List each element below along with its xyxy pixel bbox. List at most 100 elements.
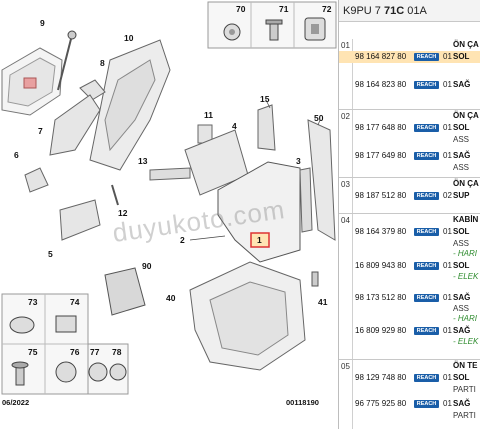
part-ref: 16 809 929 80 (355, 326, 407, 335)
part-sub: PARTI (453, 411, 476, 420)
header-code: 01A (404, 5, 427, 17)
part-sub: PARTI (453, 385, 476, 394)
reach-badge: REACH (414, 53, 439, 61)
group-title: KABİN (453, 215, 479, 224)
part-ref: 98 173 512 80 (355, 293, 407, 302)
part-ref: 16 809 943 80 (355, 261, 407, 270)
callout-15: 15 (260, 94, 270, 104)
reach-badge: REACH (414, 81, 439, 89)
callout-8: 8 (100, 58, 105, 68)
part-ref: 98 129 748 80 (355, 373, 407, 382)
part-sub: ASS (453, 304, 470, 313)
callout-5: 5 (48, 249, 53, 259)
callout-1[interactable]: 1 (257, 235, 262, 245)
callout-11: 11 (204, 110, 213, 120)
group-04: 04 KABİN 98 164 379 80 REACH 01 SOL ASS … (339, 214, 480, 360)
rivet-75-icon (11, 361, 29, 386)
reach-badge: REACH (414, 152, 439, 160)
parts-list-header: K9PU 7 71C 01A (339, 0, 480, 22)
part-ref: 98 187 512 80 (355, 191, 407, 200)
callout-73: 73 (28, 297, 38, 307)
reach-badge: REACH (414, 374, 439, 382)
exploded-parts-diagram: 9 10 8 7 6 11 4 15 50 13 3 12 5 2 1 90 4… (1, 1, 337, 407)
group-number: 02 (341, 112, 350, 121)
part-sub: ASS (453, 135, 470, 144)
part-note: - HARI (453, 314, 477, 323)
part-qty: 01 (443, 80, 452, 89)
part-ref: 98 177 648 80 (355, 123, 407, 132)
callout-3: 3 (296, 156, 301, 166)
callout-4: 4 (232, 121, 237, 131)
part-row[interactable]: 98 164 379 80 REACH 01 SOL (339, 226, 480, 238)
part-row[interactable]: 98 164 827 80 REACH 01 SOL (339, 51, 480, 63)
group-03: 03 ÖN ÇA 98 187 512 80 REACH 02 SUP (339, 178, 480, 214)
part-qty: 01 (443, 373, 452, 382)
part-ref: 96 775 925 80 (355, 399, 407, 408)
part-qty: 01 (443, 326, 452, 335)
part-ref: 98 164 827 80 (355, 52, 407, 61)
reach-badge: REACH (414, 228, 439, 236)
callout-10: 10 (124, 33, 134, 43)
callout-74: 74 (70, 297, 80, 307)
part-sub: ASS (453, 239, 470, 248)
part-qty: 01 (443, 399, 452, 408)
clip-72-icon (304, 17, 326, 41)
group-title: ÖN TE (453, 361, 478, 370)
header-variant: 71C (383, 5, 405, 17)
callout-40: 40 (166, 293, 176, 303)
reach-badge: REACH (414, 400, 439, 408)
callout-7: 7 (38, 126, 43, 136)
stud-78-icon (109, 363, 127, 381)
callout-50: 50 (314, 113, 324, 123)
part-side: SOL (453, 227, 470, 236)
part-side: SOL (453, 123, 470, 132)
callout-6: 6 (14, 150, 19, 160)
reach-badge: REACH (414, 327, 439, 335)
callout-72: 72 (322, 4, 332, 14)
part-row[interactable]: 98 129 748 80 REACH 01 SOL (339, 372, 480, 384)
part-qty: 01 (443, 227, 452, 236)
group-05: 05 ÖN TE 98 129 748 80 REACH 01 SOL PART… (339, 360, 480, 429)
part-note: - HARI (453, 249, 477, 258)
group-number: 03 (341, 180, 350, 189)
part-qty: 01 (443, 293, 452, 302)
diagram-ref: 00118190 (286, 398, 319, 407)
callout-9: 9 (40, 18, 45, 28)
callout-12: 12 (118, 208, 128, 218)
part-qty: 01 (443, 261, 452, 270)
part-side: SAĞ (453, 80, 471, 89)
stud-77-icon (88, 362, 108, 382)
part-row[interactable]: 98 177 648 80 REACH 01 SOL (339, 122, 480, 134)
part-side: SOL (453, 52, 470, 61)
part-qty: 02 (443, 191, 452, 200)
part-row[interactable]: 98 164 823 80 REACH 01 SAĞ (339, 79, 480, 91)
clip-74-icon (55, 315, 77, 333)
reach-badge: REACH (414, 124, 439, 132)
callout-78: 78 (112, 347, 122, 357)
part-side: SAĞ (453, 293, 471, 302)
group-02: 02 ÖN ÇA 98 177 648 80 REACH 01 SOL ASS … (339, 110, 480, 178)
car-body-sketch (1, 47, 63, 116)
part-row[interactable]: 98 173 512 80 REACH 01 SAĞ (339, 292, 480, 304)
part-row[interactable]: 16 809 943 80 REACH 01 SOL (339, 260, 480, 272)
part-row[interactable]: 96 775 925 80 REACH 01 SAĞ (339, 398, 480, 410)
group-01: 01 ÖN ÇA 98 164 827 80 REACH 01 SOL 98 1… (339, 39, 480, 110)
part-side: SAĞ (453, 151, 471, 160)
part-side: SOL (453, 373, 470, 382)
part-row[interactable]: 98 177 649 80 REACH 01 SAĞ (339, 150, 480, 162)
part-qty: 01 (443, 151, 452, 160)
part-sub: ASS (453, 163, 470, 172)
callout-13: 13 (138, 156, 148, 166)
clip-73-icon (9, 316, 35, 334)
part-note: - ELEK (453, 337, 479, 346)
callout-76: 76 (70, 347, 80, 357)
group-title: ÖN ÇA (453, 179, 479, 188)
part-row[interactable]: 98 187 512 80 REACH 02 SUP (339, 190, 480, 202)
part-side: SAĞ (453, 326, 471, 335)
group-number: 04 (341, 216, 350, 225)
part-row[interactable]: 16 809 929 80 REACH 01 SAĞ (339, 325, 480, 337)
callout-41: 41 (318, 297, 328, 307)
part-side: SOL (453, 261, 470, 270)
part-ref: 98 177 649 80 (355, 151, 407, 160)
group-number: 01 (341, 41, 350, 50)
